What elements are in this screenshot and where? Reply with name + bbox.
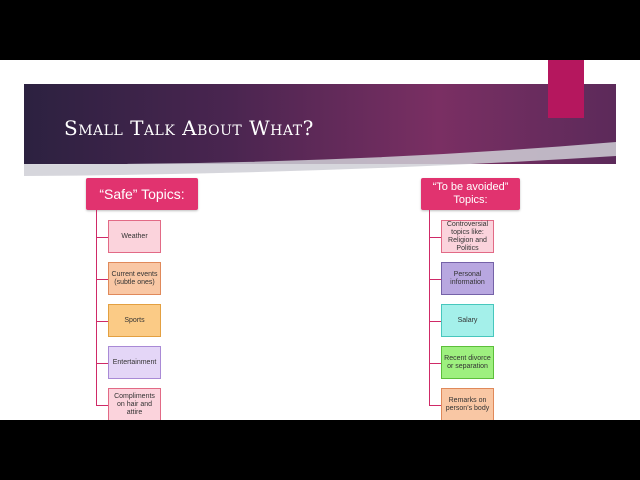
safe-topic-item: Weather — [108, 220, 161, 253]
safe-branch-connector — [96, 320, 108, 322]
safe-topic-item: Sports — [108, 304, 161, 337]
safe-topic-item: Current events (subtle ones) — [108, 262, 161, 295]
safe-branch-connector — [96, 236, 108, 238]
slide-title: Small Talk About What? — [64, 116, 314, 140]
avoided-branch-connector — [429, 278, 441, 280]
safe-topic-item: Compliments on hair and attire — [108, 388, 161, 420]
avoided-branch-connector — [429, 362, 441, 364]
avoided-topic-item: Remarks on person’s body — [441, 388, 494, 420]
avoided-topic-item: Personal information — [441, 262, 494, 295]
avoided-topic-item: Recent divorce or separation — [441, 346, 494, 379]
safe-branch-connector — [96, 278, 108, 280]
avoided-branch-connector — [429, 320, 441, 322]
safe-topics-heading: “Safe” Topics: — [86, 178, 198, 210]
slide: Small Talk About What? “Safe” Topics: “T… — [0, 60, 640, 420]
accent-tab — [548, 60, 584, 118]
avoided-topic-item: Salary — [441, 304, 494, 337]
safe-topic-item: Entertainment — [108, 346, 161, 379]
banner-swoosh — [24, 142, 616, 176]
avoided-topic-item: Controversial topics like: Religion and … — [441, 220, 494, 253]
avoided-branch-connector — [429, 404, 441, 406]
avoided-vertical-connector — [429, 210, 430, 405]
safe-vertical-connector — [96, 210, 97, 405]
safe-branch-connector — [96, 362, 108, 364]
safe-branch-connector — [96, 404, 108, 406]
avoided-topics-heading: “To be avoided” Topics: — [421, 178, 520, 210]
avoided-branch-connector — [429, 236, 441, 238]
